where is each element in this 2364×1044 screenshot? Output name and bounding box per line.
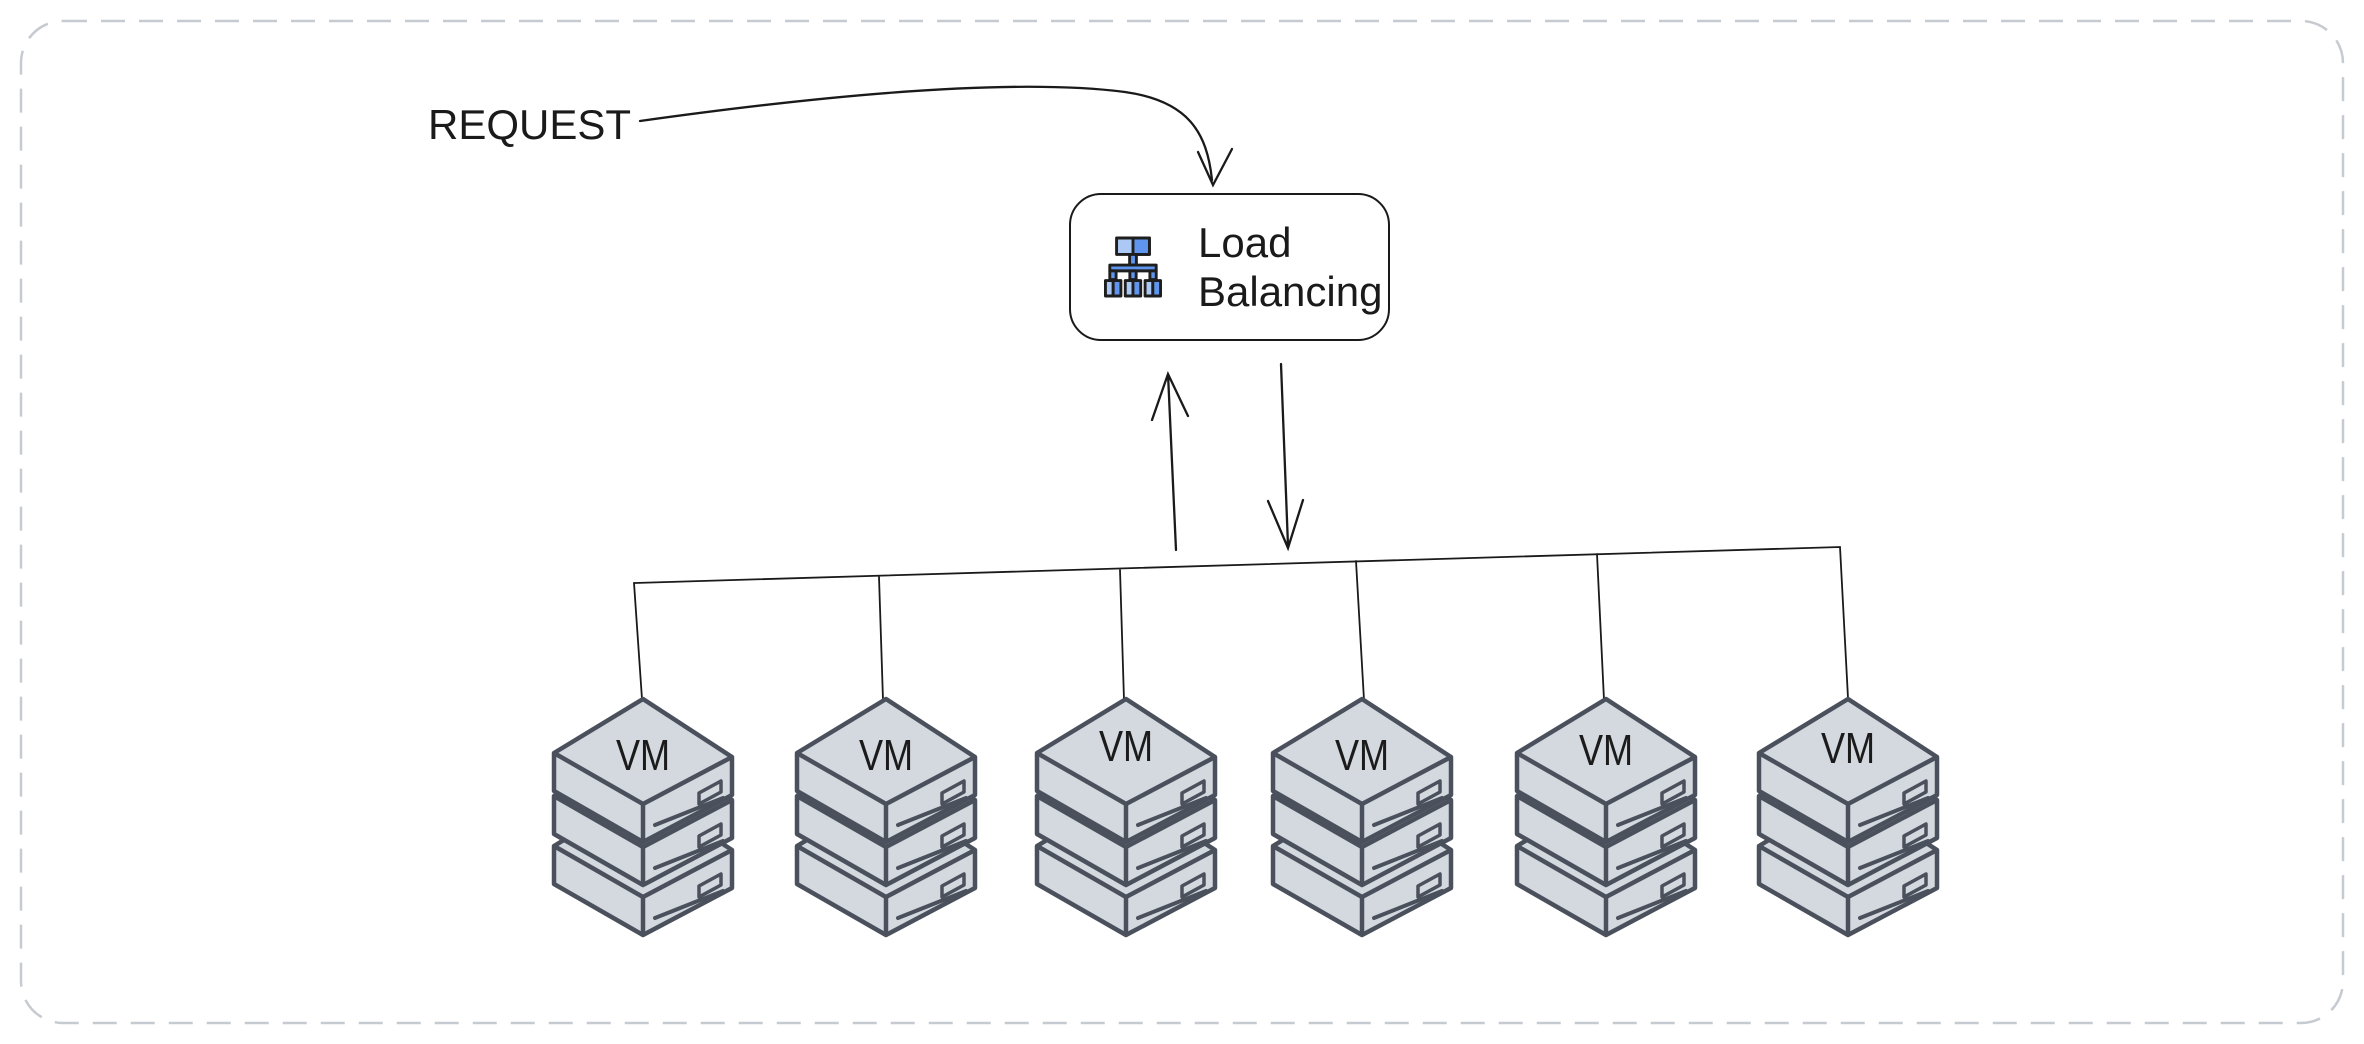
bus-line xyxy=(633,546,1849,700)
vm-node-6[interactable]: VM xyxy=(1756,696,1940,944)
vm-node-3[interactable]: VM xyxy=(1034,696,1218,944)
request-arrowhead-icon xyxy=(1196,147,1234,188)
vertical-line-5 xyxy=(1596,553,1605,701)
vm-node-2[interactable]: VM xyxy=(794,696,978,944)
vertical-line-3 xyxy=(1119,569,1125,701)
dashed-border xyxy=(19,19,2345,1025)
vertical-line-2 xyxy=(878,576,884,701)
load-balancer-icon xyxy=(1104,236,1162,298)
vm-node-4[interactable]: VM xyxy=(1270,696,1454,944)
down-arrow xyxy=(1266,362,1305,552)
load-balancer-label: Load Balancing xyxy=(1198,219,1383,315)
request-arrow xyxy=(638,85,1214,182)
vertical-line-4 xyxy=(1355,560,1365,701)
vm-label: VM xyxy=(615,731,671,780)
vm-label: VM xyxy=(1098,722,1154,771)
load-balancer-node[interactable]: Load Balancing xyxy=(1069,193,1390,341)
vm-label: VM xyxy=(858,731,914,780)
vm-node-1[interactable]: VM xyxy=(551,696,735,944)
vm-label: VM xyxy=(1578,726,1634,775)
vm-label: VM xyxy=(1820,724,1876,773)
up-arrow xyxy=(1150,370,1190,552)
vm-node-5[interactable]: VM xyxy=(1514,696,1698,944)
vm-label: VM xyxy=(1334,731,1390,780)
request-label: REQUEST xyxy=(428,101,632,148)
